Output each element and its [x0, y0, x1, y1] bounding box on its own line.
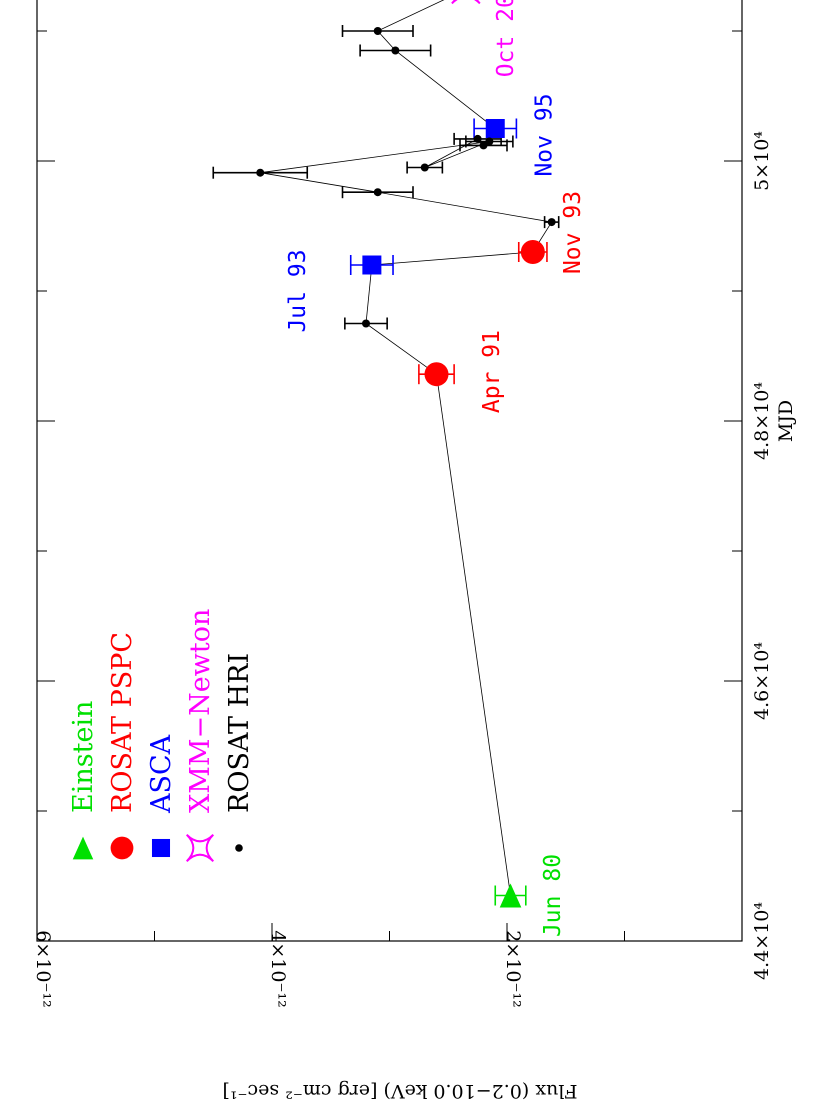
epoch-label: Oct 2000 — [493, 0, 519, 77]
data-point-dot — [420, 163, 429, 172]
data-point-dot — [473, 134, 482, 143]
epoch-label: Jul 93 — [285, 249, 311, 332]
x-tick-label: 5×10⁴ — [751, 131, 773, 191]
x-tick-label: 4.8×10⁴ — [751, 382, 773, 460]
data-point-dot — [485, 137, 494, 146]
data-point-square — [362, 255, 382, 275]
data-point-dot — [373, 188, 382, 197]
legend-label: XMM−Newton — [185, 609, 216, 813]
legend-marker-circle — [110, 836, 134, 860]
data-point-dot — [256, 168, 265, 177]
epoch-label: Jun 80 — [540, 854, 566, 937]
y-tick-label: 6×10⁻¹² — [32, 930, 54, 1007]
legend-label: ASCA — [146, 734, 177, 814]
axis-ticks — [36, 30, 742, 942]
data-point-square — [485, 119, 505, 138]
legend-marker-triangle — [72, 836, 94, 860]
epoch-label: Apr 91 — [479, 330, 505, 413]
legend-label: ROSAT PSPC — [107, 632, 138, 813]
epoch-label: Nov 95 — [532, 93, 558, 176]
data-point-dot — [547, 218, 556, 227]
data-markers — [256, 0, 556, 908]
data-point-dot — [373, 27, 382, 35]
data-point-dot — [391, 46, 400, 55]
data-point-dot — [479, 141, 488, 150]
axis-tick-labels: 4.4×10⁴4.6×10⁴4.8×10⁴5×10⁴5.2×10⁴2×10⁻¹²… — [32, 131, 773, 1008]
data-point-star — [451, 0, 481, 5]
legend-label: Einstein — [68, 701, 99, 813]
error-bars — [212, 25, 560, 906]
data-point-circle — [424, 362, 449, 387]
legend-marker-dot — [235, 844, 243, 852]
x-tick-label: 4.4×10⁴ — [751, 902, 773, 980]
legend-marker-star — [185, 833, 215, 863]
x-tick-label: 4.6×10⁴ — [751, 642, 773, 720]
connecting-line — [260, 0, 553, 896]
y-tick-label: 4×10⁻¹² — [267, 930, 289, 1007]
legend: Einstein ROSAT PSPC ASCA XMM−Newton ROSAT HR… — [68, 609, 255, 863]
legend-marker-square — [151, 838, 171, 858]
y-tick-label: 2×10⁻¹² — [502, 930, 524, 1007]
data-point-dot — [362, 319, 370, 328]
legend-label: ROSAT HRI — [224, 653, 255, 813]
plot-frame — [36, 0, 743, 942]
epoch-label: Nov 93 — [560, 191, 586, 274]
x-axis-title: MJD — [775, 400, 797, 442]
data-point-triangle — [499, 883, 522, 908]
y-axis-title: Flux (0.2−10.0 keV) [erg cm⁻² sec⁻¹] — [222, 1080, 577, 1102]
data-point-circle — [520, 240, 545, 264]
